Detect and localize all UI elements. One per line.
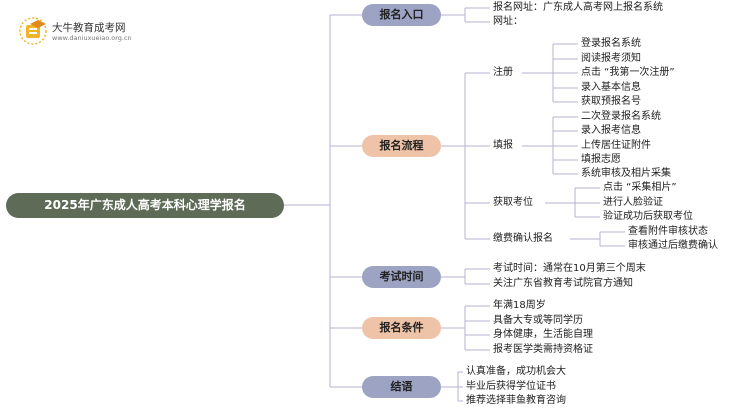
leaf-text: 上传居住证附件 xyxy=(581,140,651,151)
leaf-text: 查看附件审核状态 xyxy=(628,226,708,237)
group-register: 注册 xyxy=(493,67,513,78)
leaf-text: 获取预报名号 xyxy=(581,96,641,107)
branch-process: 报名流程 xyxy=(362,135,441,157)
group-payment: 缴费确认报名 xyxy=(493,233,553,244)
brand-logo-icon xyxy=(18,16,50,50)
leaf-text: 系统审核及相片采集 xyxy=(581,168,671,179)
leaf-text: 阅读报考须知 xyxy=(581,53,641,64)
leaf-text: 具备大专或等同学历 xyxy=(493,315,583,326)
leaf-text: 身体健康，生活能自理 xyxy=(493,329,593,340)
leaf-text: 进行人脸验证 xyxy=(603,197,663,208)
leaf-text: 年满18周岁 xyxy=(493,300,546,311)
leaf-text: 点击 “采集相片” xyxy=(603,182,677,193)
leaf-text: 推荐选择菲鱼教育咨询 xyxy=(466,395,566,406)
branch-conclusion: 结语 xyxy=(362,376,441,398)
branch-conditions: 报名条件 xyxy=(362,317,441,339)
leaf-text: 登录报名系统 xyxy=(581,38,641,49)
leaf-text: 填报志愿 xyxy=(581,154,621,165)
root-node: 2025年广东成人高考本科心理学报名 xyxy=(6,193,284,218)
branch-exam-time: 考试时间 xyxy=(362,266,441,288)
leaf-text: 审核通过后缴费确认 xyxy=(628,240,718,251)
leaf-text: 录入基本信息 xyxy=(581,82,641,93)
leaf-text: 报名网址：广东成人高考网上报名系统 xyxy=(493,2,663,13)
leaf-text: 考试时间：通常在10月第三个周末 xyxy=(493,263,646,274)
leaf-text: 验证成功后获取考位 xyxy=(603,211,693,222)
leaf-text: 录入报考信息 xyxy=(581,125,641,136)
leaf-text: 网址： xyxy=(493,16,523,27)
leaf-text: 关注广东省教育考试院官方通知 xyxy=(493,278,633,289)
branch-entry: 报名入口 xyxy=(362,4,441,26)
leaf-text: 报考医学类需持资格证 xyxy=(493,344,593,355)
leaf-text: 点击 “我第一次注册” xyxy=(581,67,675,78)
brand-url: www.daniuxueiao.org.cn xyxy=(52,34,132,42)
leaf-text: 毕业后获得学位证书 xyxy=(466,381,556,392)
brand-name: 大牛教育成考网 xyxy=(52,22,126,34)
group-fill: 填报 xyxy=(493,140,513,151)
group-seat: 获取考位 xyxy=(493,197,533,208)
leaf-text: 认真准备，成功机会大 xyxy=(466,366,566,377)
leaf-text: 二次登录报名系统 xyxy=(581,111,661,122)
